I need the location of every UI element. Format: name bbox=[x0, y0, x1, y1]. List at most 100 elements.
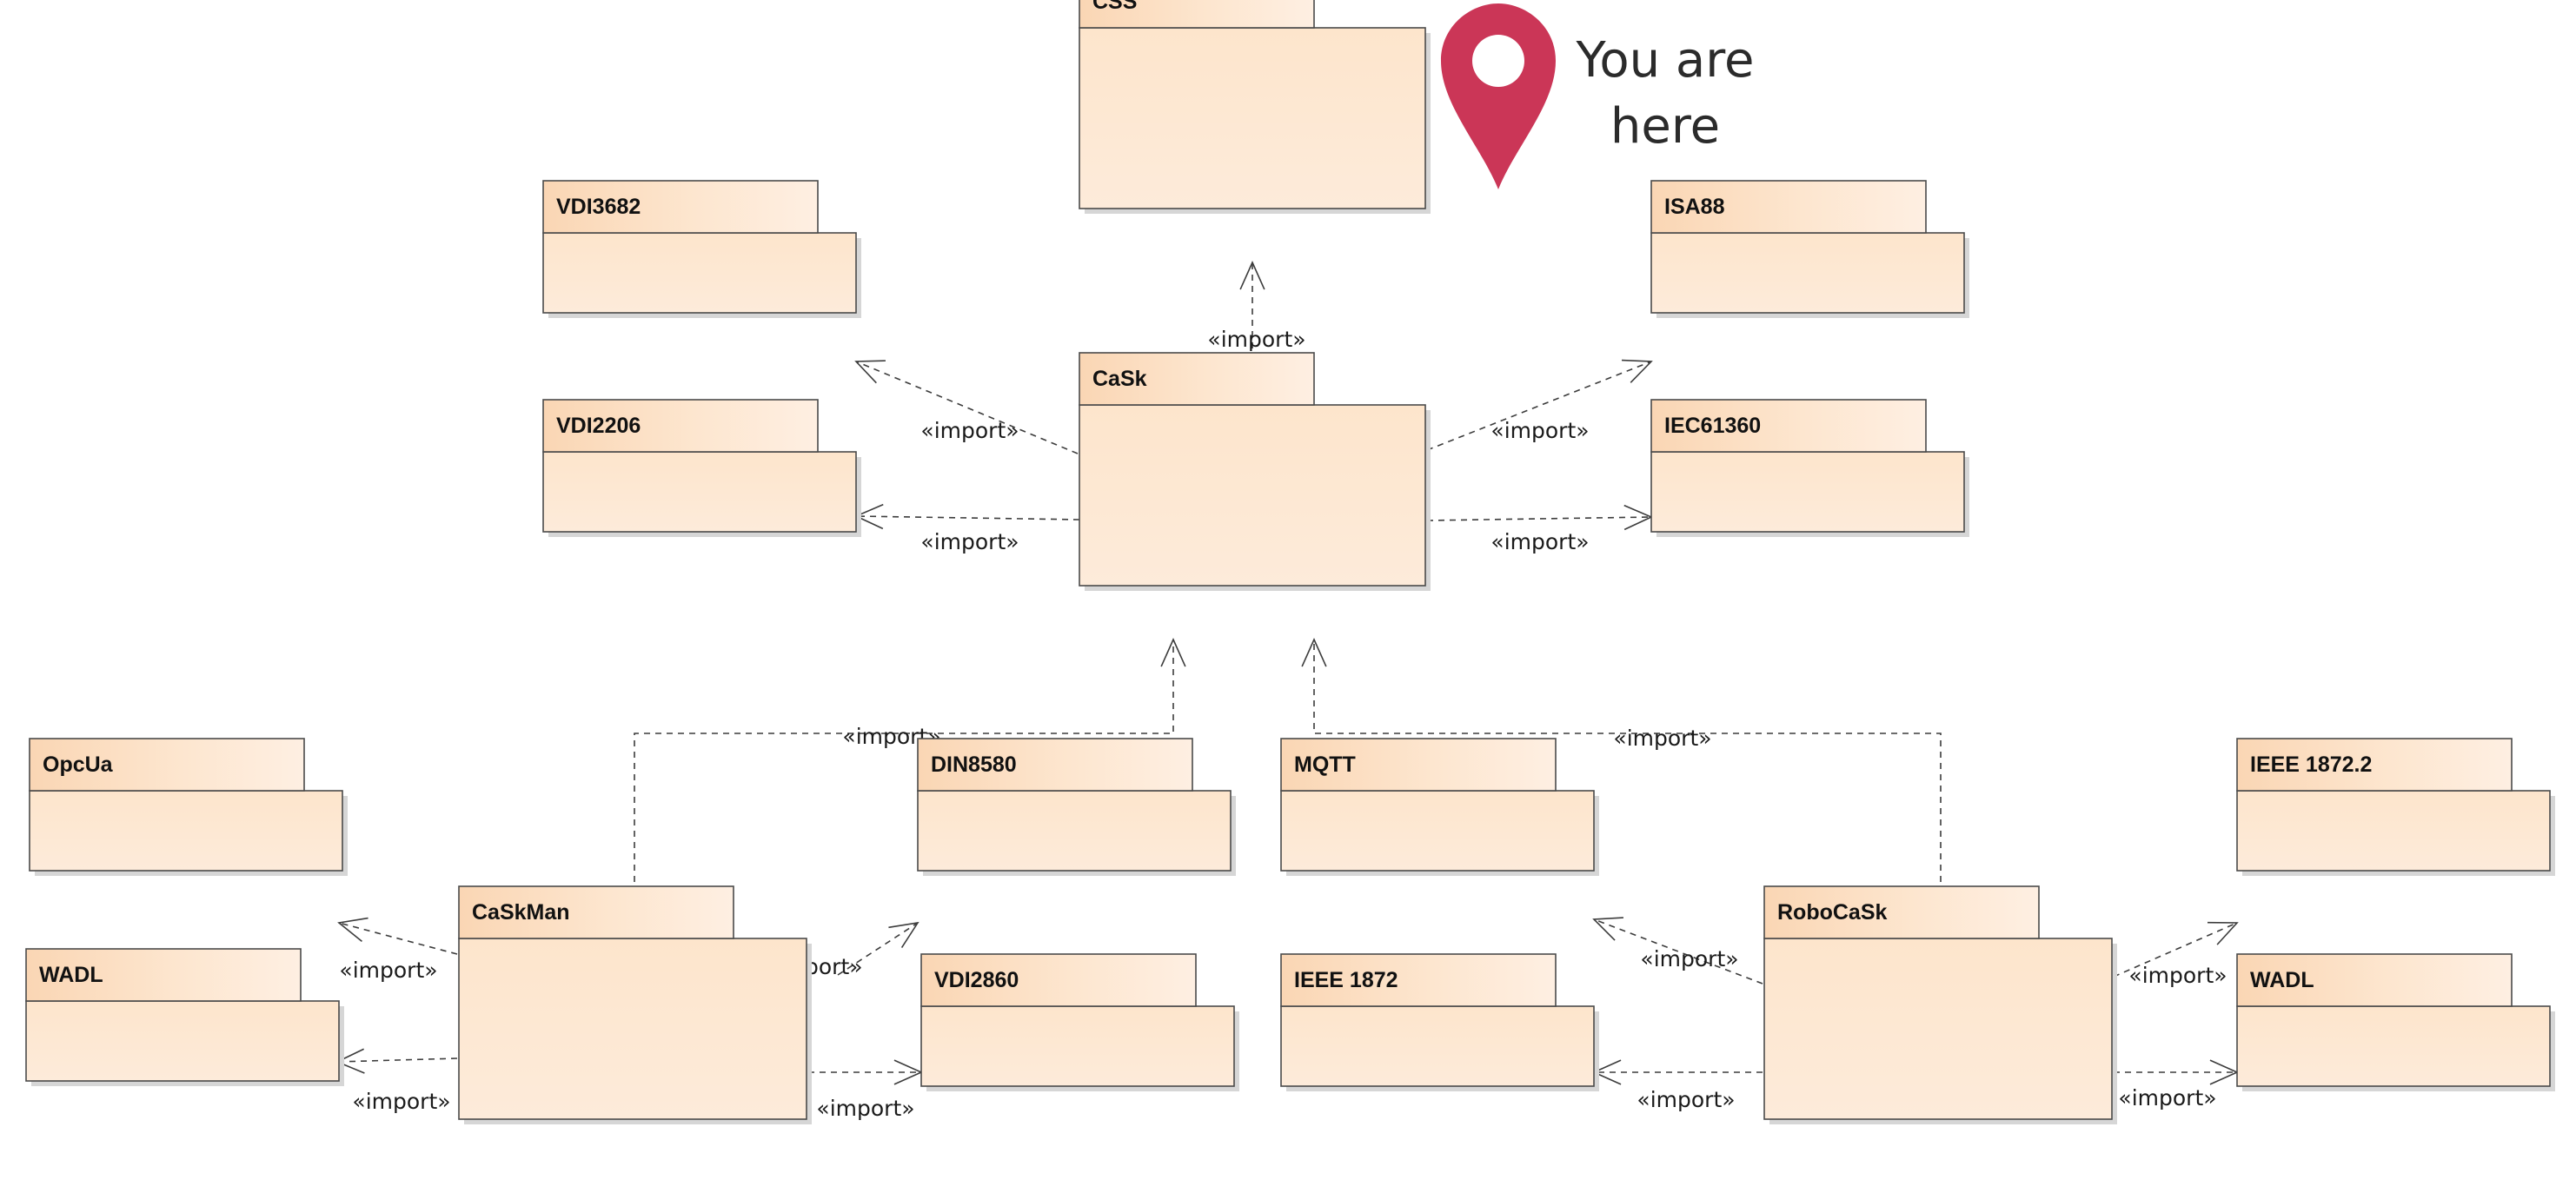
package-tab bbox=[917, 738, 1193, 792]
package-tab bbox=[458, 885, 734, 939]
package-body bbox=[1079, 27, 1426, 209]
package-body bbox=[2236, 790, 2551, 872]
package-body bbox=[1650, 451, 1965, 533]
package-tab bbox=[542, 180, 819, 234]
dependency-label: «import» bbox=[1640, 946, 1738, 971]
package-tab bbox=[2236, 953, 2513, 1007]
dependency-line bbox=[336, 1057, 458, 1063]
package-cask[interactable]: CaSk bbox=[1079, 352, 1431, 591]
package-vdi3682[interactable]: VDI3682 bbox=[542, 180, 861, 318]
dependency-label: «import» bbox=[1490, 418, 1589, 443]
marker-label-line-1: You are bbox=[1576, 32, 1755, 89]
dependency-label: «import» bbox=[339, 958, 437, 983]
dependency-line bbox=[1313, 640, 1942, 938]
open-arrow-icon bbox=[893, 1059, 923, 1085]
package-body bbox=[1763, 938, 2113, 1120]
package-name: VDI2206 bbox=[556, 414, 641, 438]
package-name: WADL bbox=[39, 963, 103, 987]
package-ieee18722[interactable]: IEEE 1872.2 bbox=[2236, 738, 2555, 876]
package-caskman[interactable]: CaSkMan bbox=[458, 885, 812, 1124]
dependency-caskman-to-opcua: «import» bbox=[337, 917, 458, 983]
package-name: MQTT bbox=[1294, 752, 1356, 777]
dependency-robocask-to-cask: «import» bbox=[1301, 638, 1942, 938]
package-din8580[interactable]: DIN8580 bbox=[917, 738, 1236, 876]
package-opcua[interactable]: OpcUa bbox=[29, 738, 348, 876]
dependency-label: «import» bbox=[920, 418, 1019, 443]
package-body bbox=[2236, 1005, 2551, 1087]
package-tab bbox=[25, 948, 302, 1002]
package-name: CSS bbox=[1092, 0, 1137, 14]
marker-label-line-2: here bbox=[1610, 98, 1720, 155]
package-tab bbox=[1650, 399, 1927, 453]
dependency-line bbox=[855, 515, 1080, 520]
package-iec61360[interactable]: IEC61360 bbox=[1650, 399, 1969, 537]
package-tab bbox=[1763, 885, 2040, 939]
map-pin-icon bbox=[1441, 3, 1556, 189]
package-tab bbox=[542, 399, 819, 453]
dependency-line bbox=[338, 922, 458, 955]
open-arrow-icon bbox=[854, 360, 886, 384]
package-name: RoboCaSk bbox=[1777, 900, 1888, 925]
package-name: OpcUa bbox=[43, 752, 114, 777]
package-name: IEEE 1872 bbox=[1294, 968, 1398, 992]
open-arrow-icon bbox=[1239, 261, 1265, 290]
dependency-robocask-to-wadl2: «import» bbox=[2114, 1059, 2239, 1110]
package-tab bbox=[1079, 0, 1315, 29]
package-vdi2206[interactable]: VDI2206 bbox=[542, 399, 861, 537]
package-body bbox=[1650, 232, 1965, 314]
package-body bbox=[917, 790, 1232, 872]
dependency-cask-to-iec61360: «import» bbox=[1426, 504, 1653, 554]
package-wadl2[interactable]: WADL bbox=[2236, 953, 2555, 1091]
open-arrow-icon bbox=[2209, 1059, 2239, 1085]
package-name: VDI2860 bbox=[934, 968, 1019, 992]
package-ieee1872[interactable]: IEEE 1872 bbox=[1280, 953, 1599, 1091]
package-mqtt[interactable]: MQTT bbox=[1280, 738, 1599, 876]
dependency-label: «import» bbox=[816, 1096, 914, 1121]
package-css[interactable]: CSS bbox=[1079, 0, 1431, 214]
open-arrow-icon bbox=[2207, 921, 2239, 945]
package-name: IEEE 1872.2 bbox=[2250, 752, 2372, 777]
open-arrow-icon bbox=[1621, 359, 1653, 383]
package-wadl1[interactable]: WADL bbox=[25, 948, 344, 1086]
dependency-label: «import» bbox=[1637, 1087, 1735, 1112]
dependency-label: «import» bbox=[1207, 327, 1305, 352]
package-tab bbox=[1650, 180, 1927, 234]
dependency-robocask-to-ieee1872: «import» bbox=[1592, 1059, 1763, 1112]
open-arrow-icon bbox=[1301, 638, 1327, 667]
package-name: CaSkMan bbox=[472, 900, 570, 925]
package-body bbox=[29, 790, 343, 872]
package-tab bbox=[1079, 352, 1315, 406]
package-isa88[interactable]: ISA88 bbox=[1650, 180, 1969, 318]
dependency-cask-to-vdi3682: «import» bbox=[854, 360, 1079, 454]
package-body bbox=[25, 1000, 340, 1082]
dependency-line bbox=[1593, 918, 1763, 985]
package-body bbox=[542, 451, 857, 533]
dependency-robocask-to-ieee18722: «import» bbox=[2113, 921, 2239, 988]
package-vdi2860[interactable]: VDI2860 bbox=[920, 953, 1239, 1091]
dependency-line bbox=[837, 922, 919, 976]
package-name: ISA88 bbox=[1664, 195, 1725, 219]
package-tab bbox=[29, 738, 305, 792]
open-arrow-icon bbox=[1160, 638, 1186, 667]
dependency-caskman-to-wadl1: «import» bbox=[335, 1048, 458, 1114]
package-body bbox=[1280, 1005, 1595, 1087]
dependency-robocask-to-mqtt: «import» bbox=[1592, 917, 1763, 985]
package-body bbox=[458, 938, 807, 1120]
package-tab bbox=[1280, 953, 1557, 1007]
location-marker: You are here bbox=[1441, 3, 1754, 189]
dependency-label: «import» bbox=[1490, 529, 1589, 554]
dependency-label: «import» bbox=[352, 1089, 450, 1114]
dependency-cask-to-vdi2206: «import» bbox=[854, 503, 1080, 554]
package-body bbox=[920, 1005, 1235, 1087]
open-arrow-icon bbox=[337, 917, 368, 942]
package-name: DIN8580 bbox=[931, 752, 1017, 777]
package-name: CaSk bbox=[1092, 367, 1147, 391]
open-arrow-icon bbox=[1592, 917, 1623, 941]
package-robocask[interactable]: RoboCaSk bbox=[1763, 885, 2117, 1124]
dependency-label: «import» bbox=[1613, 726, 1711, 751]
package-tab bbox=[2236, 738, 2513, 792]
package-body bbox=[1280, 790, 1595, 872]
dependency-caskman-to-vdi2860: «import» bbox=[808, 1059, 923, 1121]
